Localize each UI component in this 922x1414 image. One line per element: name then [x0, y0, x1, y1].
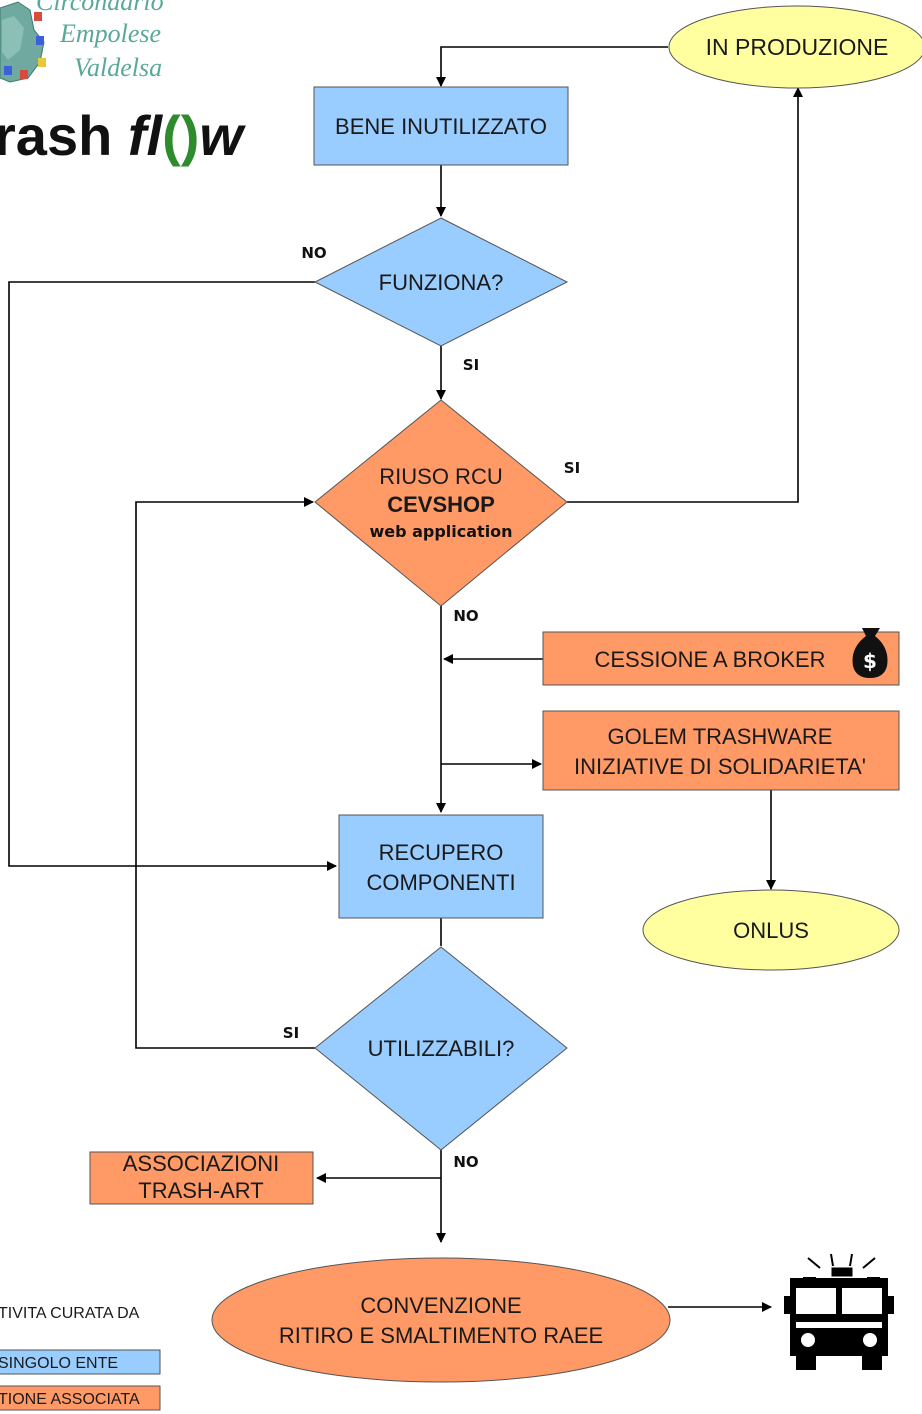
- fire-truck-icon: [784, 1253, 894, 1370]
- legend-associated: TIONE ASSOCIATA: [0, 1385, 161, 1411]
- convenzione-label-1: CONVENZIONE: [360, 1293, 521, 1318]
- legend-associated-label: TIONE ASSOCIATA: [0, 1391, 140, 1408]
- edge-riuso-si-to-produzione: [567, 87, 803, 503]
- in-produzione-label: IN PRODUZIONE: [706, 34, 889, 60]
- node-bene-inutilizzato: BENE INUTILIZZATO: [313, 86, 569, 166]
- edge-funziona-no-to-recupero: [8, 281, 337, 871]
- riuso-label-1: RIUSO RCU: [379, 464, 502, 489]
- money-bag-icon: $: [852, 628, 888, 678]
- cessione-broker-label: CESSIONE A BROKER: [594, 647, 825, 672]
- riuso-label-3: web application: [369, 522, 512, 541]
- node-convenzione-raee: CONVENZIONE RITIRO E SMALTIMENTO RAEE: [211, 1257, 671, 1383]
- bene-inutilizzato-label: BENE INUTILIZZATO: [335, 114, 547, 139]
- edge-label-riuso-no: NO: [453, 607, 478, 625]
- node-onlus: ONLUS: [642, 889, 900, 971]
- edge-produzione-to-bene: [436, 46, 668, 87]
- associazioni-label-1: ASSOCIAZIONI: [123, 1151, 279, 1176]
- utilizzabili-label: UTILIZZABILI?: [368, 1036, 515, 1061]
- connectors: [8, 46, 803, 1312]
- node-golem-trashware: GOLEM TRASHWARE INIZIATIVE DI SOLIDARIET…: [542, 710, 900, 791]
- onlus-label: ONLUS: [733, 918, 809, 943]
- title-part-w: w: [199, 104, 246, 167]
- edge-label-utilizzabili-no: NO: [453, 1153, 478, 1171]
- svg-text:$: $: [863, 649, 877, 673]
- edge-utilizzabili-si-to-riuso: [135, 497, 315, 1049]
- node-associazioni-trash-art: ASSOCIAZIONI TRASH-ART: [89, 1151, 314, 1205]
- funziona-label: FUNZIONA?: [379, 270, 504, 295]
- node-utilizzabili: UTILIZZABILI?: [314, 946, 568, 1151]
- edge-label-funziona-si: SI: [463, 356, 479, 374]
- edge-label-riuso-si: SI: [564, 459, 580, 477]
- edge-label-funziona-no: NO: [301, 244, 326, 262]
- edge-label-utilizzabili-si: SI: [283, 1024, 299, 1042]
- legend: TIVITA CURATA DA SINGOLO ENTE TIONE ASSO…: [0, 1305, 161, 1411]
- recupero-label-2: COMPONENTI: [366, 870, 515, 895]
- legend-title: TIVITA CURATA DA: [0, 1305, 140, 1322]
- golem-label-2: INIZIATIVE DI SOLIDARIETA': [574, 754, 866, 779]
- associazioni-label-2: TRASH-ART: [138, 1178, 264, 1203]
- legend-single-entity: SINGOLO ENTE: [0, 1349, 161, 1375]
- title-part-fl: fl: [128, 104, 164, 167]
- legend-single-label: SINGOLO ENTE: [0, 1355, 118, 1372]
- riuso-label-2: CEVSHOP: [387, 492, 495, 517]
- logo: Circondario Empolese Valdelsa: [0, 0, 164, 83]
- logo-line-2: Empolese: [59, 19, 161, 48]
- logo-line-1: Circondario: [36, 0, 164, 16]
- node-riuso-rcu: RIUSO RCU CEVSHOP web application: [314, 399, 568, 607]
- logo-map-emblem: [0, 1, 46, 83]
- recupero-label-1: RECUPERO: [379, 840, 504, 865]
- node-recupero-componenti: RECUPERO COMPONENTI: [338, 814, 544, 919]
- title-part-rash: rash: [0, 104, 128, 167]
- title-part-paren: (): [162, 104, 199, 167]
- logo-line-3: Valdelsa: [74, 53, 162, 82]
- convenzione-label-2: RITIRO E SMALTIMENTO RAEE: [279, 1323, 603, 1348]
- node-funziona: FUNZIONA?: [313, 217, 569, 347]
- node-in-produzione: IN PRODUZIONE: [668, 5, 922, 89]
- golem-label-1: GOLEM TRASHWARE: [608, 724, 833, 749]
- node-cessione-broker: CESSIONE A BROKER $: [542, 628, 900, 686]
- page-title: rash fl()w: [0, 104, 246, 167]
